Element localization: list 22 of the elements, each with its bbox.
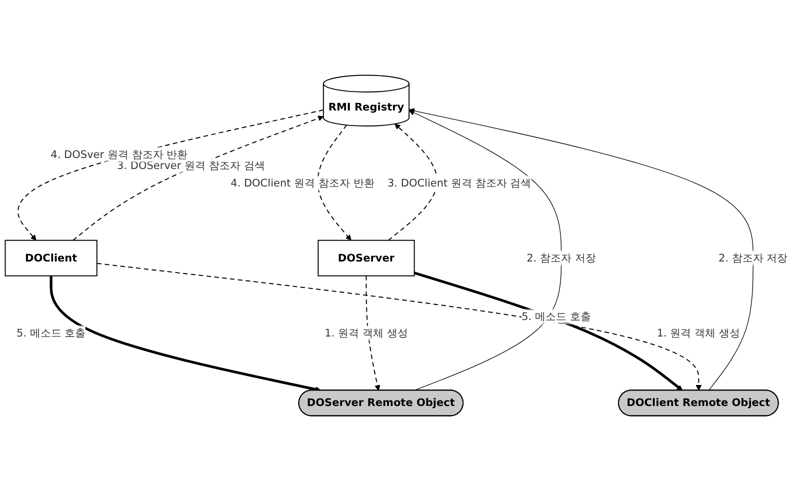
edge-label: 2. 참조자 저장 bbox=[526, 252, 596, 264]
edge-label: 3. DOServer 원격 참조자 검색 bbox=[117, 159, 265, 172]
edge-label: 4. DOSver 원격 참조자 반환 bbox=[50, 148, 188, 160]
arrow bbox=[408, 110, 562, 391]
edge-label: 2. 참조자 저장 bbox=[718, 252, 788, 264]
arrow bbox=[414, 272, 683, 391]
arrow bbox=[388, 124, 438, 241]
arrow bbox=[317, 124, 352, 241]
edge-label: 5. 메소드 호출 bbox=[16, 326, 86, 339]
edge-label: 5. 메소드 호출 bbox=[522, 310, 591, 323]
arrow bbox=[18, 110, 324, 241]
edge-label: 4. DOClient 원격 참조자 반환 bbox=[230, 176, 374, 190]
arrow bbox=[96, 262, 702, 391]
node-box: DOClient bbox=[4, 240, 98, 276]
edge-label: 1. 원격 객체 생성 bbox=[324, 326, 408, 339]
edge-label: 3. DOClient 원격 참조자 검색 bbox=[387, 176, 532, 190]
arrow bbox=[50, 276, 322, 392]
arrow bbox=[408, 108, 754, 391]
arrow bbox=[72, 116, 324, 241]
node-box: DOServer bbox=[318, 240, 415, 276]
edge-label: 1. 원격 객체 생성 bbox=[656, 326, 740, 339]
arrow bbox=[366, 275, 380, 391]
